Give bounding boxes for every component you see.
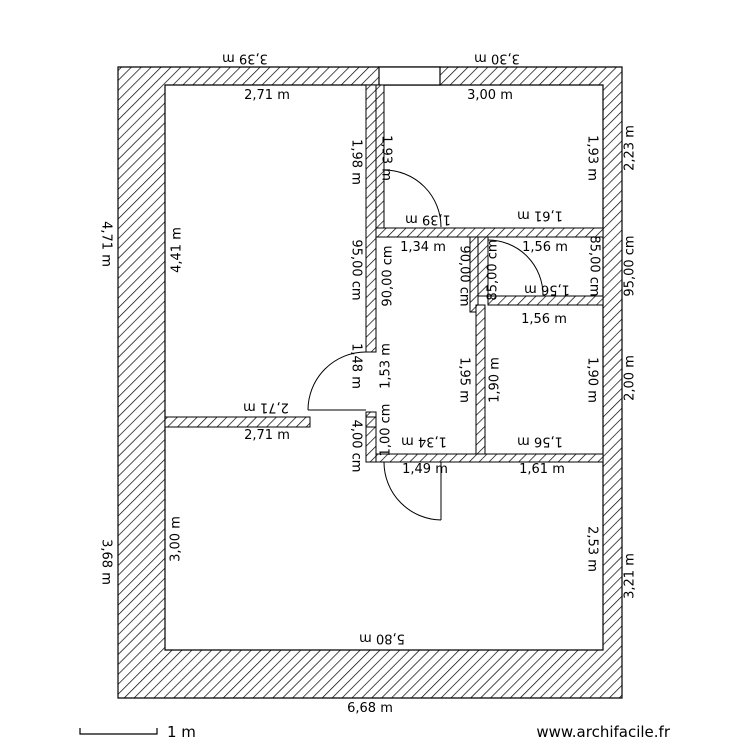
dim-hall-mid-90: 90,00 cm bbox=[457, 245, 472, 306]
dimension-labels: 3,39 m 3,30 m 2,71 m 3,00 m 4,71 m 4,41 … bbox=[99, 51, 638, 717]
dim-hall-left-400: 4,00 cm bbox=[349, 420, 364, 473]
dim-room-c-right: 2,53 m bbox=[585, 526, 600, 572]
door-closet bbox=[383, 169, 442, 228]
dim-room-b-bottom: 1,61 m bbox=[517, 208, 563, 223]
dim-hall-top: 1,34 m bbox=[400, 240, 446, 255]
dim-room-a-right: 1,98 m bbox=[349, 139, 364, 185]
dim-room-c-left: 3,00 m bbox=[169, 516, 184, 562]
dim-small-right-85: 85,00 cm bbox=[587, 235, 602, 296]
door-small bbox=[487, 239, 544, 296]
dim-bath-right: 1,90 m bbox=[585, 357, 600, 403]
dim-right-outer-bottom: 3,21 m bbox=[623, 553, 638, 599]
window-top bbox=[378, 66, 441, 86]
exterior-walls bbox=[117, 66, 623, 699]
dim-room-c-top: 2,71 m bbox=[244, 428, 290, 443]
dim-bath-top: 1,56 m bbox=[521, 312, 567, 327]
dim-bath-left: 1,90 m bbox=[488, 357, 503, 403]
source-watermark: www.archifacile.fr bbox=[536, 723, 670, 741]
dim-small-bottom: 1,56 m bbox=[524, 282, 570, 297]
dim-hall-left-90: 90,00 cm bbox=[381, 245, 396, 306]
dim-right-outer-200: 2,00 m bbox=[623, 355, 638, 401]
dim-top-left-outer: 3,39 m bbox=[222, 51, 268, 66]
scale-bar: 1 m bbox=[79, 723, 196, 741]
dim-hall-right-148: 1,48 m bbox=[349, 343, 364, 389]
dim-right-outer-95: 95,00 cm bbox=[623, 235, 638, 296]
dim-room-a-height: 4,41 m bbox=[170, 227, 185, 273]
dim-hall-153: 1,53 m bbox=[379, 343, 394, 389]
dim-hall-195: 1,95 m bbox=[457, 357, 472, 403]
dim-right-outer-top: 2,23 m bbox=[623, 125, 638, 171]
dim-left-outer-height: 4,71 m bbox=[99, 221, 114, 267]
dim-bath-below: 1,61 m bbox=[519, 462, 565, 477]
doors bbox=[307, 169, 544, 521]
dim-bottom-outer: 6,68 m bbox=[347, 701, 393, 716]
door-room-c bbox=[383, 461, 442, 521]
dim-closet-top: 1,39 m bbox=[405, 212, 451, 227]
interior-walls bbox=[164, 84, 604, 463]
dim-room-a-top: 2,71 m bbox=[244, 88, 290, 103]
dim-room-a-bottom: 2,71 m bbox=[243, 400, 289, 415]
dim-small-top: 1,56 m bbox=[522, 240, 568, 255]
dim-room-c-bottom: 5,80 m bbox=[359, 631, 405, 646]
scale-bar-label: 1 m bbox=[167, 723, 196, 741]
dim-left-outer-bottom: 3,68 m bbox=[99, 539, 114, 585]
dim-room-b-left: 1,93 m bbox=[379, 135, 394, 181]
dim-hall-left-100: 1,00 cm bbox=[379, 404, 394, 457]
dim-room-b-right: 1,93 m bbox=[585, 135, 600, 181]
dim-room-b-top: 3,00 m bbox=[467, 88, 513, 103]
dim-bath-bottom: 1,56 m bbox=[517, 434, 563, 449]
door-room-a bbox=[307, 351, 367, 411]
dim-small-left-85: 85,00 cm bbox=[486, 239, 501, 300]
dim-hall-left-95: 95,00 cm bbox=[349, 239, 364, 300]
dim-hall-bottom: 1,34 m bbox=[401, 434, 447, 449]
dim-passage: 1,49 m bbox=[402, 462, 448, 477]
dim-top-right-outer: 3,30 m bbox=[474, 51, 520, 66]
